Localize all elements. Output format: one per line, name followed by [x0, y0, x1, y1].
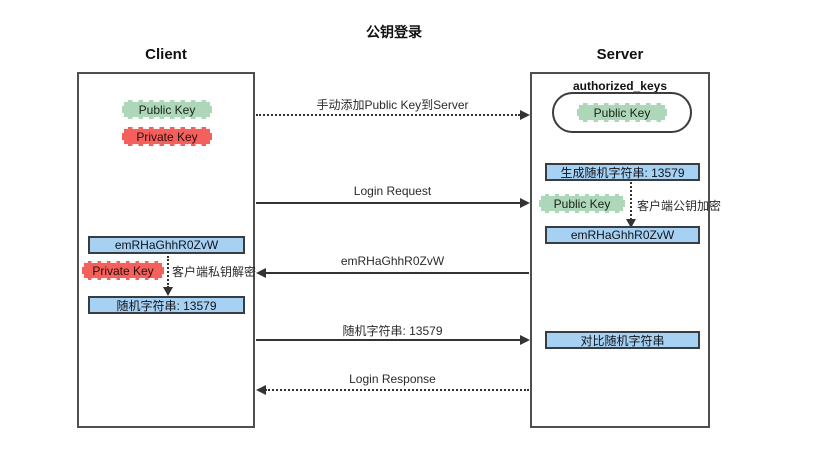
- message-label-encrypted-string: emRHaGhhR0ZvW: [340, 254, 445, 268]
- message-label-login-request: Login Request: [353, 184, 432, 198]
- message-line-encrypted-string: [265, 272, 529, 274]
- message-label-login-response: Login Response: [349, 372, 436, 386]
- arrowhead-left-icon: [256, 268, 266, 278]
- server-compare-box: 对比随机字符串: [545, 331, 700, 349]
- message-line-login-response: [265, 389, 529, 391]
- client-random-string-box: 随机字符串: 13579: [88, 296, 245, 314]
- client-decrypt-arrow-line: [167, 256, 169, 288]
- server-public-key-badge: Public Key: [577, 103, 667, 122]
- arrowhead-left-icon: [256, 385, 266, 395]
- client-label: Client: [145, 46, 187, 63]
- server-label: Server: [596, 46, 644, 63]
- arrowhead-right-icon: [520, 335, 530, 345]
- arrowhead-down-icon: [626, 219, 636, 228]
- server-encrypt-arrow-line: [630, 182, 632, 220]
- message-label-random-string: 随机字符串: 13579: [342, 324, 443, 338]
- arrowhead-down-icon: [163, 287, 173, 296]
- message-line-add-public-key: [256, 114, 520, 116]
- authorized-keys-label: authorized_keys: [572, 79, 668, 93]
- client-encrypted-string-box: emRHaGhhR0ZvW: [88, 236, 245, 254]
- client-private-key-badge: Private Key: [122, 127, 212, 146]
- client-decrypt-note: 客户端私钥解密: [172, 265, 257, 279]
- server-generate-random-box: 生成随机字符串: 13579: [545, 163, 700, 181]
- arrowhead-right-icon: [520, 198, 530, 208]
- message-line-login-request: [256, 202, 520, 204]
- server-encrypted-string-box: emRHaGhhR0ZvW: [545, 226, 700, 244]
- arrowhead-right-icon: [520, 110, 530, 120]
- message-label-add-public-key: 手动添加Public Key到Server: [316, 98, 469, 112]
- client-public-key-badge: Public Key: [122, 100, 212, 119]
- diagram-title: 公钥登录: [366, 24, 422, 40]
- client-private-key-badge2: Private Key: [82, 261, 164, 280]
- server-public-key-badge2: Public Key: [539, 194, 625, 213]
- message-line-random-string: [256, 339, 520, 341]
- server-encrypt-note: 客户端公钥加密: [637, 199, 722, 213]
